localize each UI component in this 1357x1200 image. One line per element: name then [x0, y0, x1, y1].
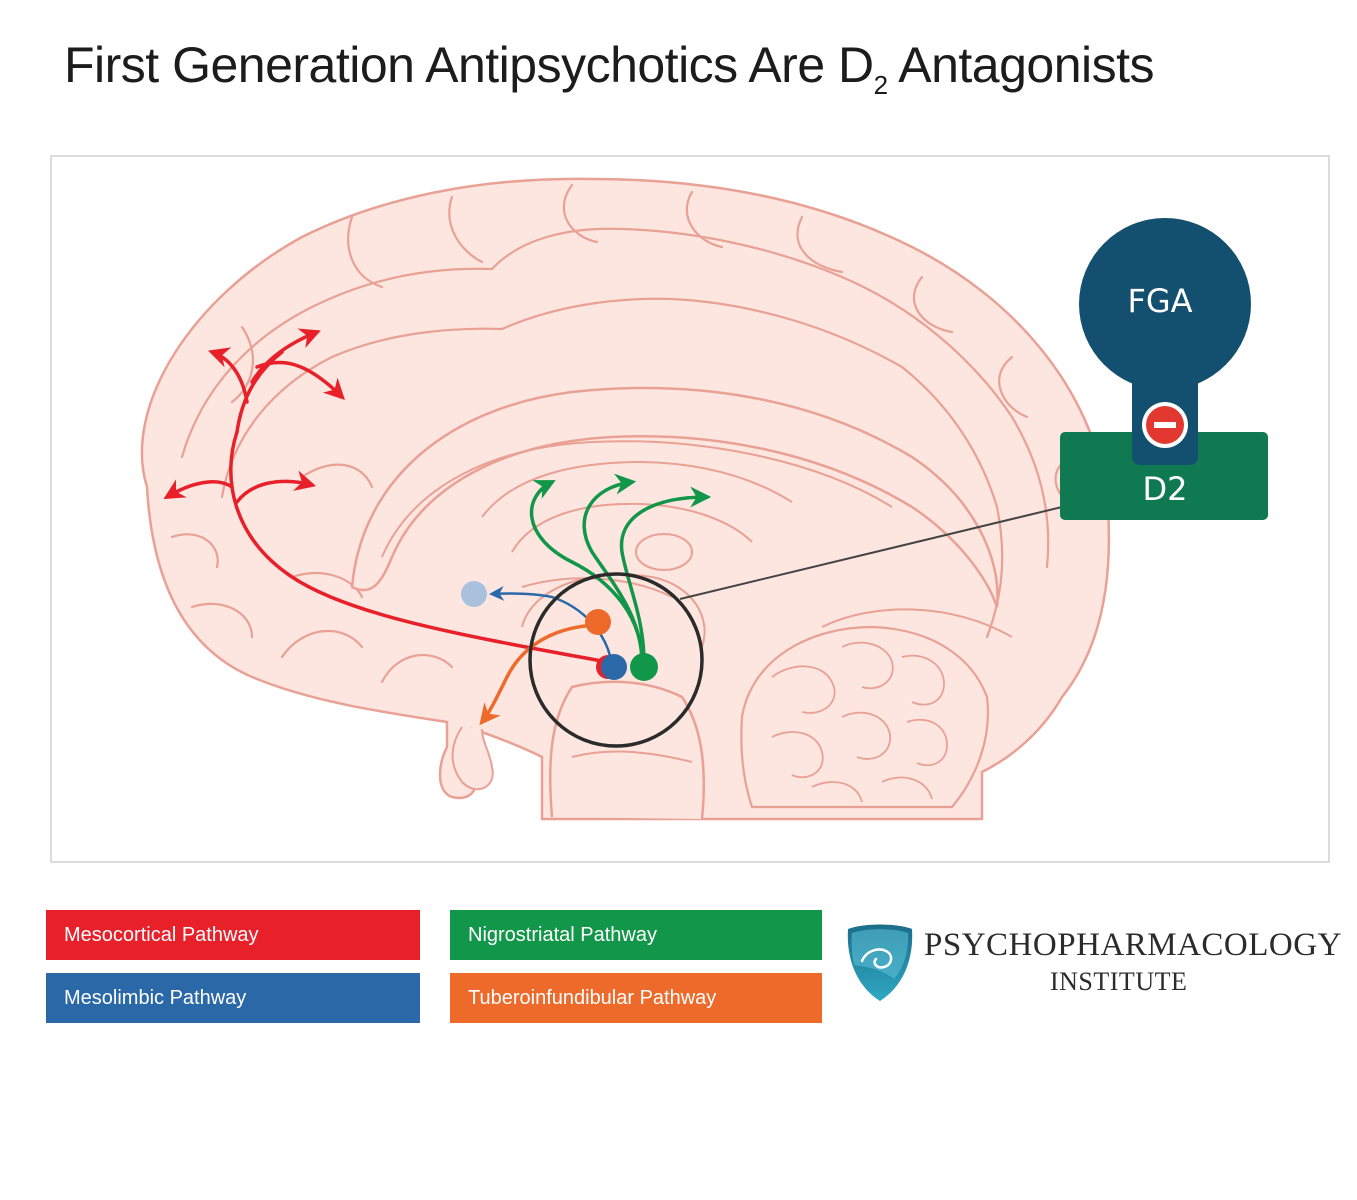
page-title: First Generation Antipsychotics Are D2 A…	[64, 37, 1155, 100]
blue-origin-node	[601, 654, 627, 680]
mesocortical-pathway	[163, 328, 609, 664]
nucleus-accumbens-node	[461, 581, 487, 607]
diagram-panel: FGA D2	[50, 155, 1330, 863]
tuberoinfundibular-pathway	[479, 623, 599, 726]
institute-logo: PSYCHOPHARMACOLOGY INSTITUTE	[844, 915, 1341, 1015]
pituitary	[451, 726, 494, 791]
brain-diagram	[140, 177, 1268, 821]
minus-icon	[1142, 402, 1188, 448]
brainstem	[548, 680, 706, 820]
cerebellum	[740, 625, 989, 809]
connector-line	[679, 506, 1063, 600]
legend-nigrostriatal: Nigrostriatal Pathway	[450, 910, 822, 960]
shield-icon	[847, 924, 913, 1001]
logo-line1: PSYCHOPHARMACOLOGY	[924, 927, 1342, 963]
magnifier-circle	[528, 572, 704, 748]
orange-origin-node	[585, 609, 611, 635]
d2-label: D2	[1142, 470, 1188, 508]
corpus-callosum	[350, 386, 999, 608]
green-origin-node	[630, 653, 658, 681]
nigrostriatal-pathway	[529, 473, 712, 664]
legend-mesocortical: Mesocortical Pathway	[46, 910, 420, 960]
logo-line2: INSTITUTE	[1050, 967, 1188, 996]
legend-tuberoinfundibular: Tuberoinfundibular Pathway	[450, 973, 822, 1023]
d2-receptor	[1060, 432, 1268, 520]
legend-mesolimbic: Mesolimbic Pathway	[46, 973, 420, 1023]
fga-label: FGA	[1127, 282, 1193, 320]
